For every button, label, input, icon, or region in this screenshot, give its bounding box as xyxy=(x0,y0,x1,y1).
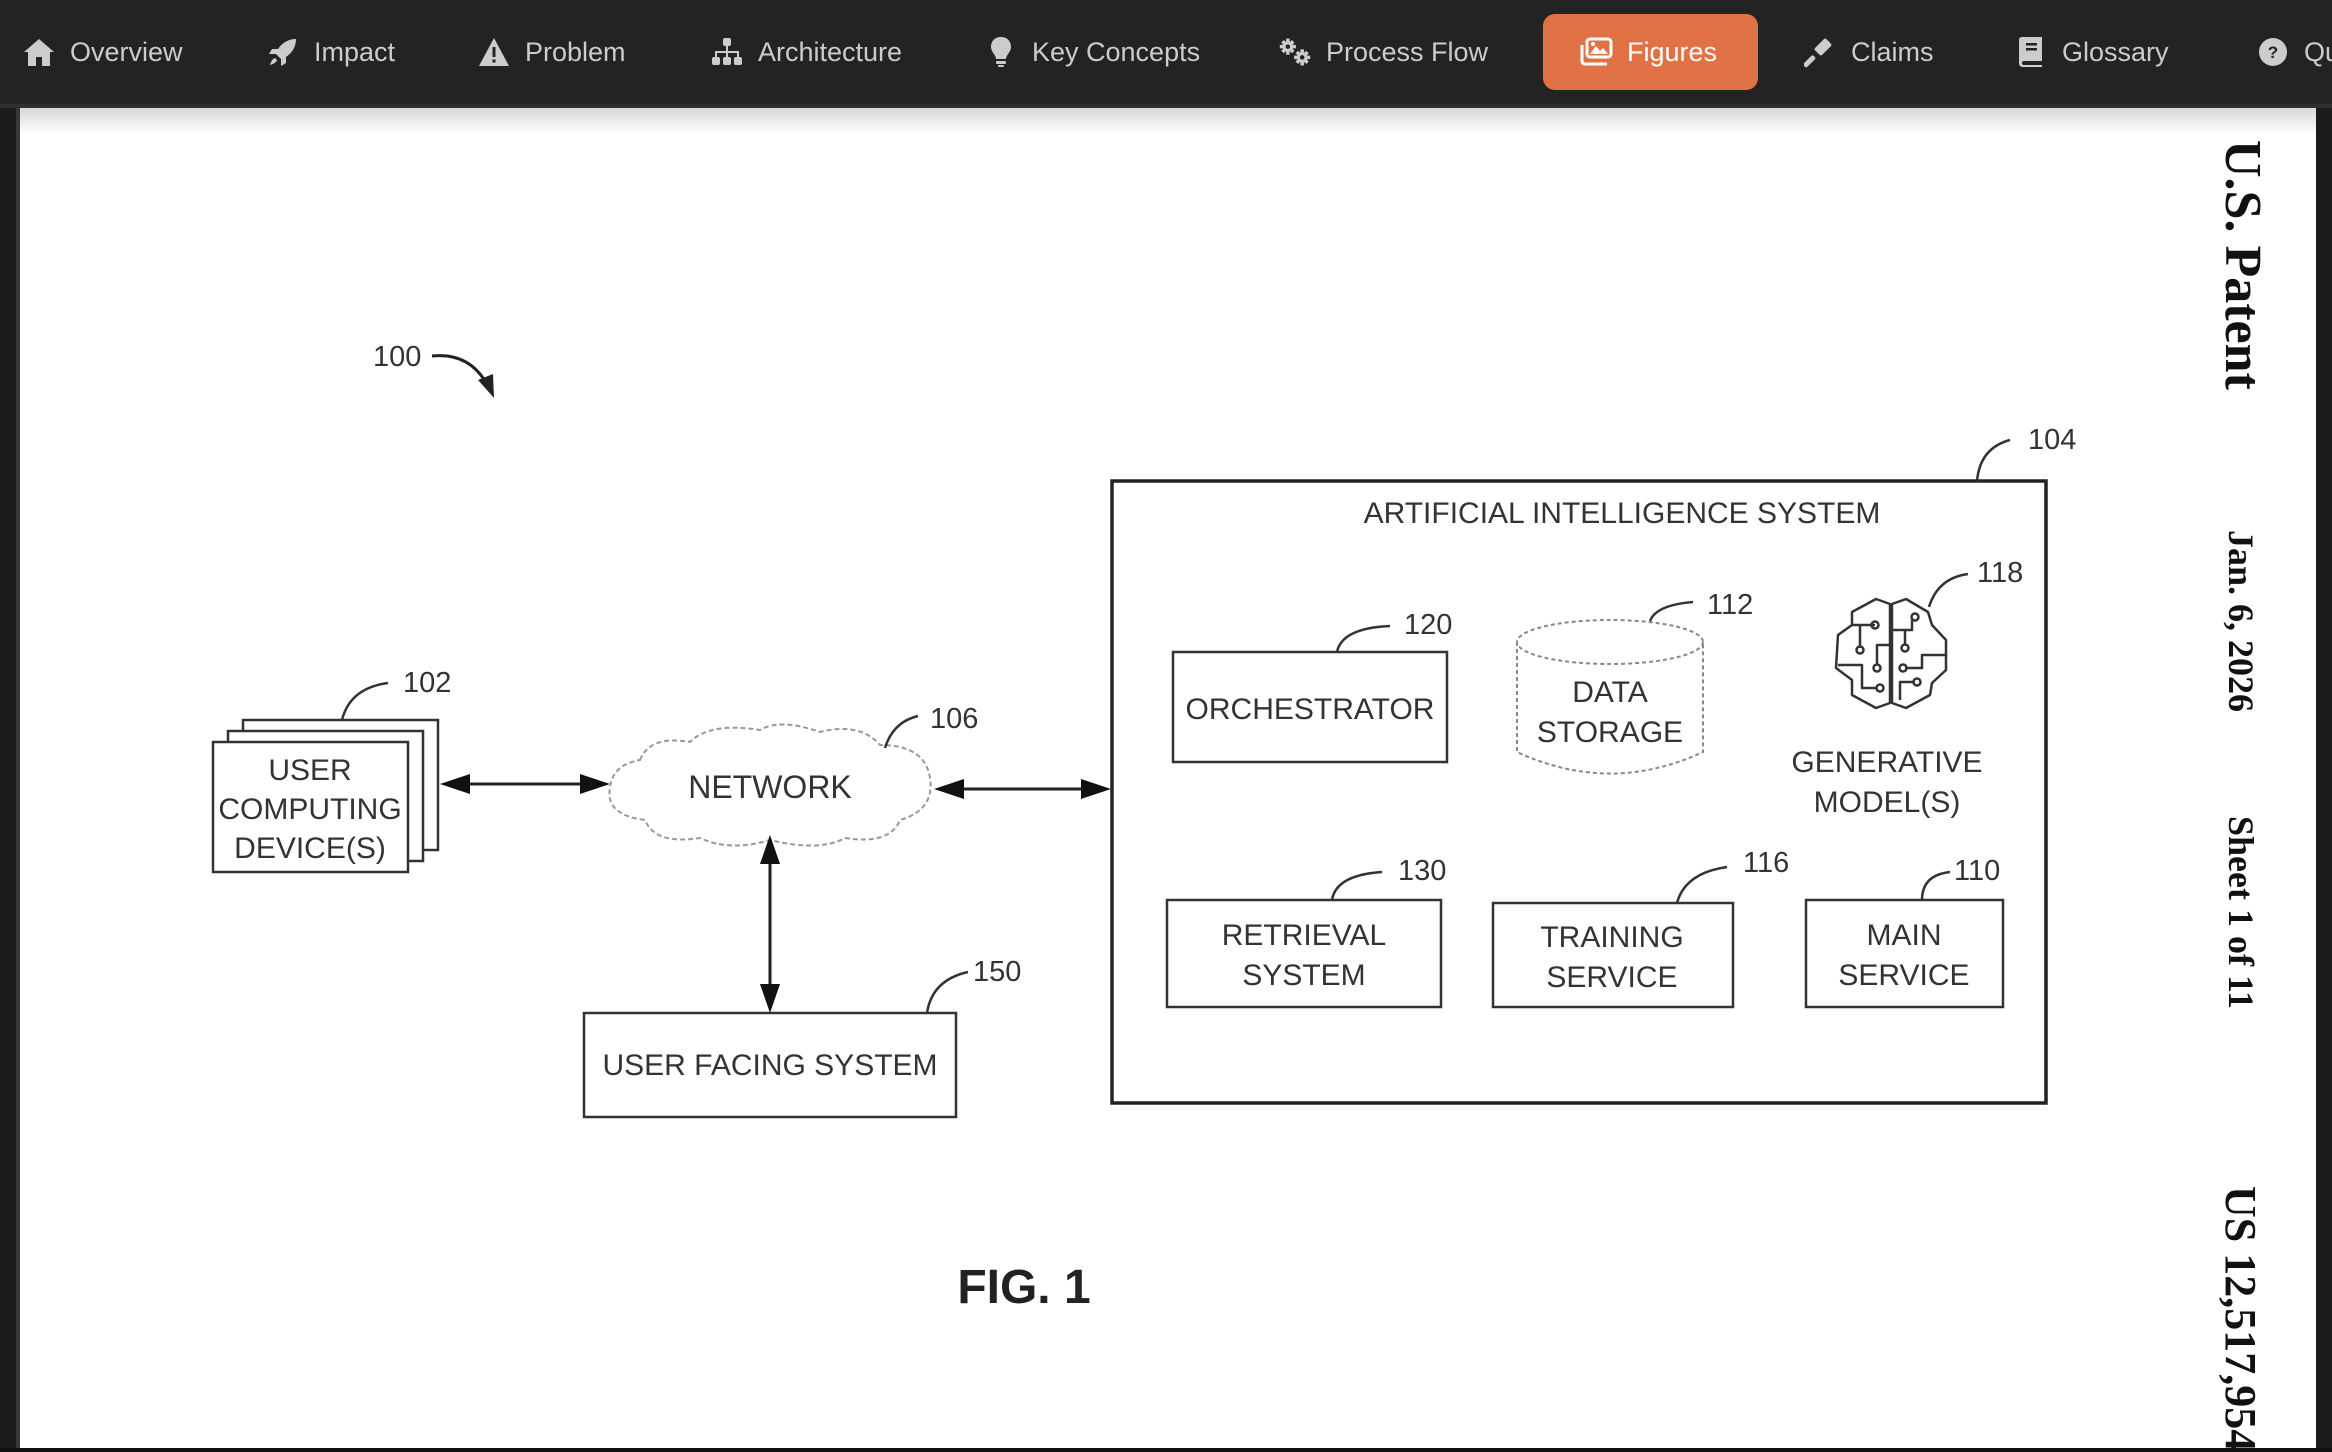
images-icon xyxy=(1579,35,1613,69)
sitemap-icon xyxy=(710,35,744,69)
ref-130-leader xyxy=(1330,870,1383,901)
right-gutter xyxy=(2316,108,2332,1452)
nav-tab-label: Overview xyxy=(70,36,183,67)
patent-sheet: Sheet 1 of 11 xyxy=(2221,816,2261,1009)
left-gutter xyxy=(0,108,16,1448)
user-facing-system-box xyxy=(582,1011,958,1119)
warning-icon xyxy=(477,35,511,69)
ref-110-leader xyxy=(1920,870,1951,901)
ref-130: 130 xyxy=(1398,855,1446,887)
generative-models-line-1: GENERATIVE xyxy=(1791,746,1982,779)
main-service-line-2: SERVICE xyxy=(1838,959,1969,992)
user-devices-line-1: USER xyxy=(268,754,351,787)
network-label: NETWORK xyxy=(688,769,852,805)
data-storage-cylinder xyxy=(1516,619,1704,775)
arrow-devices-network xyxy=(440,774,610,794)
system-pointer-arrow xyxy=(431,354,494,398)
nav-tab-problem[interactable]: Problem xyxy=(477,14,626,90)
training-service-box xyxy=(1491,901,1735,1009)
nav-tab-architecture[interactable]: Architecture xyxy=(710,14,902,90)
orchestrator-label: ORCHESTRATOR xyxy=(1186,693,1435,726)
ref-118: 118 xyxy=(1977,557,2023,589)
panel-top-shadow xyxy=(20,108,2316,134)
ref-112-leader xyxy=(1648,600,1694,622)
ref-120-leader xyxy=(1335,624,1391,653)
figure-viewer: 100 USER COMPUTING DEVICE(S) 102 NETWORK… xyxy=(20,108,2316,1448)
nav-tab-overview[interactable]: Overview xyxy=(22,14,183,90)
ref-118-leader xyxy=(1927,572,1969,608)
gavel-icon xyxy=(1803,35,1837,69)
training-line-2: SERVICE xyxy=(1546,961,1677,994)
nav-tab-label: Process Flow xyxy=(1326,36,1489,67)
main-service-box xyxy=(1804,898,2005,1009)
question-circle-icon: ? xyxy=(2256,35,2290,69)
retrieval-line-1: RETRIEVAL xyxy=(1222,919,1387,952)
book-icon xyxy=(2014,35,2048,69)
ai-system-box xyxy=(1110,479,2048,1105)
patent-title: U.S. Patent xyxy=(2214,140,2271,390)
rocket-icon xyxy=(266,35,300,69)
ref-120: 120 xyxy=(1404,609,1452,641)
patent-figure-diagram: 100 USER COMPUTING DEVICE(S) 102 NETWORK… xyxy=(211,341,2076,1314)
training-line-1: TRAINING xyxy=(1540,921,1683,954)
ref-116: 116 xyxy=(1743,847,1789,879)
orchestrator-box xyxy=(1171,650,1449,764)
top-nav: Overview Impact Problem Architecture Key… xyxy=(0,0,2332,108)
ref-106: 106 xyxy=(930,703,978,735)
bottom-edge xyxy=(0,1448,2332,1452)
arrow-network-user-facing xyxy=(760,835,780,1013)
nav-tab-label: Impact xyxy=(314,36,396,67)
patent-date: Jan. 6, 2026 xyxy=(2221,530,2261,713)
ref-102: 102 xyxy=(403,667,451,699)
user-devices-line-3: DEVICE(S) xyxy=(234,832,386,865)
patent-number: US 12,517,954 xyxy=(2216,1186,2265,1448)
nav-tab-label: Glossary xyxy=(2062,36,2169,67)
ref-102-leader xyxy=(340,681,389,721)
user-facing-system-label: USER FACING SYSTEM xyxy=(602,1049,937,1082)
generative-models-line-2: MODEL(S) xyxy=(1814,786,1961,819)
arrow-network-ai xyxy=(934,779,1111,799)
nav-tab-label: Quiz xyxy=(2304,36,2332,67)
data-storage-line-2: STORAGE xyxy=(1537,716,1683,749)
ref-150-leader xyxy=(925,970,969,1014)
nav-tab-process-flow[interactable]: Process Flow xyxy=(1278,14,1488,90)
user-computing-devices xyxy=(211,718,440,874)
nav-tab-key-concepts[interactable]: Key Concepts xyxy=(984,14,1200,90)
data-storage-line-1: DATA xyxy=(1572,676,1648,709)
ref-112: 112 xyxy=(1707,589,1753,621)
svg-text:?: ? xyxy=(2268,43,2278,62)
ref-150: 150 xyxy=(973,956,1021,988)
network-cloud xyxy=(608,723,932,847)
nav-tab-label: Architecture xyxy=(758,36,903,67)
retrieval-system-box xyxy=(1165,898,1443,1009)
main-service-line-1: MAIN xyxy=(1867,919,1942,952)
cogs-icon xyxy=(1278,35,1312,69)
nav-tab-claims[interactable]: Claims xyxy=(1803,14,1934,90)
nav-tab-label: Problem xyxy=(525,36,626,67)
nav-tab-glossary[interactable]: Glossary xyxy=(2014,14,2169,90)
panel-left-border xyxy=(16,108,20,1448)
brain-circuit-icon xyxy=(1834,597,1948,710)
ref-106-leader xyxy=(883,714,919,749)
ref-110: 110 xyxy=(1954,855,2000,887)
ref-104-leader xyxy=(1975,438,2011,482)
nav-tab-quiz[interactable]: ? Quiz xyxy=(2256,14,2332,90)
retrieval-line-2: SYSTEM xyxy=(1242,959,1365,992)
nav-tab-impact[interactable]: Impact xyxy=(266,14,395,90)
home-icon xyxy=(22,35,56,69)
figure-caption: FIG. 1 xyxy=(957,1261,1090,1314)
nav-tab-label: Figures xyxy=(1627,36,1718,67)
lightbulb-icon xyxy=(984,35,1018,69)
nav-tab-figures[interactable]: Figures xyxy=(1543,14,1758,90)
user-devices-line-2: COMPUTING xyxy=(218,793,401,826)
ai-system-title: ARTIFICIAL INTELLIGENCE SYSTEM xyxy=(1364,497,1881,530)
ref-100: 100 xyxy=(373,341,421,373)
nav-tab-label: Key Concepts xyxy=(1032,36,1201,67)
nav-tab-label: Claims xyxy=(1851,36,1934,67)
ref-104: 104 xyxy=(2028,424,2076,456)
ref-116-leader xyxy=(1675,865,1728,904)
